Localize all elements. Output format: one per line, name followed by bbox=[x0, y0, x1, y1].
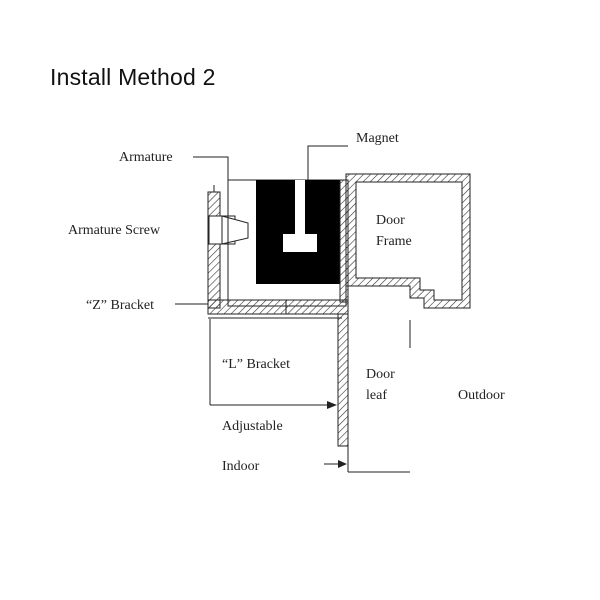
label-armature: Armature bbox=[119, 150, 173, 165]
label-door-leaf-line2: leaf bbox=[366, 388, 387, 403]
indoor-arrow bbox=[324, 460, 347, 468]
label-door-frame-line1: Door bbox=[376, 213, 405, 228]
door-frame bbox=[345, 173, 471, 309]
label-indoor: Indoor bbox=[222, 459, 260, 474]
label-outdoor: Outdoor bbox=[458, 388, 505, 403]
armature-plate bbox=[207, 185, 221, 309]
door-leaf bbox=[347, 320, 411, 473]
label-magnet: Magnet bbox=[356, 131, 399, 146]
page-title: Install Method 2 bbox=[50, 64, 216, 90]
adjustable-arrow bbox=[210, 401, 337, 409]
label-door-frame-line2: Frame bbox=[376, 234, 412, 249]
label-armature-screw: Armature Screw bbox=[68, 223, 161, 238]
l-bracket-edge bbox=[337, 313, 349, 447]
label-adjustable: Adjustable bbox=[222, 419, 283, 434]
label-z-bracket: “Z” Bracket bbox=[86, 298, 154, 313]
z-bracket bbox=[207, 299, 349, 319]
armature-leader bbox=[193, 156, 229, 180]
magnet bbox=[256, 180, 340, 284]
label-door-leaf-line1: Door bbox=[366, 367, 395, 382]
magnet-leader bbox=[307, 145, 348, 180]
label-l-bracket: “L” Bracket bbox=[222, 357, 290, 372]
